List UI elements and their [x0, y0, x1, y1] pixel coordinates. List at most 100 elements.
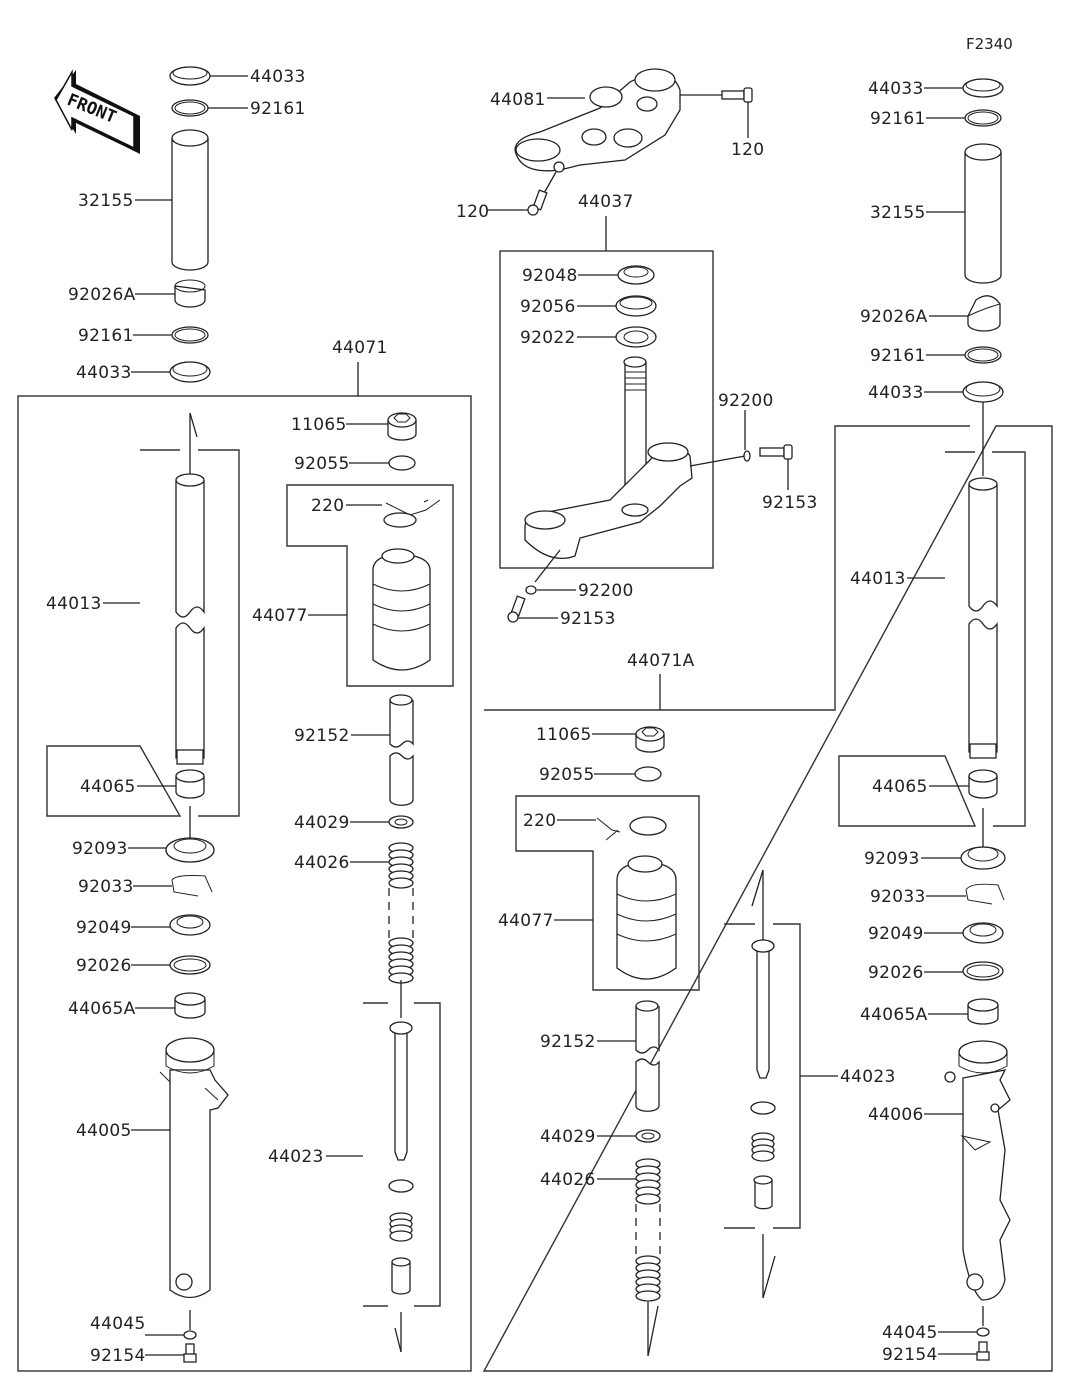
part-44013-inner-tube[interactable]	[175, 473, 205, 765]
part-92161-top[interactable]	[171, 99, 209, 117]
part-44081-upper-bracket[interactable]	[514, 68, 681, 173]
label-44033-right-bottom: 44033	[868, 383, 924, 403]
part-92152-right-spacer[interactable]	[635, 1000, 660, 1112]
part-92154-right-bolt[interactable]	[976, 1341, 990, 1361]
label-44006: 44006	[868, 1105, 924, 1125]
part-92056-seal[interactable]	[615, 295, 657, 317]
part-92026A-collar[interactable]	[174, 279, 206, 308]
part-44026-right-fork-spring[interactable]	[635, 1158, 661, 1302]
part-44077-right-fork-boot[interactable]	[616, 855, 677, 980]
part-44077-fork-boot[interactable]	[372, 548, 431, 671]
part-32155-tube[interactable]	[171, 129, 209, 271]
part-44005-outer-tube-left[interactable]	[159, 1037, 229, 1299]
part-11065-right-cap-bolt[interactable]	[635, 726, 665, 753]
part-44065-right-bushing[interactable]	[968, 769, 998, 799]
part-44026-fork-spring[interactable]	[388, 842, 414, 984]
label-44023-right: 44023	[840, 1067, 896, 1087]
part-92153-bolt-right[interactable]	[759, 444, 793, 460]
part-220-right-clamp[interactable]	[596, 816, 667, 841]
part-44045-washer[interactable]	[183, 1330, 197, 1340]
label-92056: 92056	[520, 297, 576, 317]
part-92093-dust-seal[interactable]	[165, 837, 215, 863]
label-92093-right: 92093	[864, 849, 920, 869]
label-92049: 92049	[76, 918, 132, 938]
part-44033-right-bottom[interactable]	[962, 381, 1004, 403]
label-44045: 44045	[90, 1314, 146, 1334]
part-92033-clip[interactable]	[171, 875, 213, 897]
part-44045-right-washer[interactable]	[976, 1327, 990, 1337]
label-220: 220	[311, 496, 344, 516]
subgroup-44077-right-box	[515, 795, 700, 991]
label-220-right: 220	[523, 811, 556, 831]
label-44013-right: 44013	[850, 569, 906, 589]
part-44029-washer[interactable]	[388, 815, 414, 829]
part-44006-outer-tube-right[interactable]	[944, 1040, 1011, 1301]
part-220-clamp[interactable]	[383, 499, 441, 528]
label-44037: 44037	[578, 192, 634, 212]
part-92055-o-ring[interactable]	[388, 455, 416, 471]
label-92055-right: 92055	[539, 765, 595, 785]
label-44033-bottom: 44033	[76, 363, 132, 383]
part-92055-right-o-ring[interactable]	[634, 766, 662, 782]
part-92022-washer[interactable]	[615, 326, 657, 348]
label-120-right: 120	[731, 140, 764, 160]
spring-coil	[635, 1290, 661, 1302]
label-44065: 44065	[80, 777, 136, 797]
part-44037-stem-bracket[interactable]	[524, 356, 693, 560]
part-44023-right-cylinder[interactable]	[750, 939, 776, 1210]
label-92055: 92055	[294, 454, 350, 474]
part-44065A-bushing[interactable]	[174, 992, 206, 1019]
label-92154: 92154	[90, 1346, 146, 1366]
part-32155-right-tube[interactable]	[964, 143, 1002, 284]
label-92161-bottom: 92161	[78, 326, 134, 346]
part-44065A-right-bushing[interactable]	[967, 998, 999, 1025]
label-92153-right: 92153	[762, 493, 818, 513]
label-92033-right: 92033	[870, 887, 926, 907]
part-92026-washer[interactable]	[169, 955, 211, 975]
label-92152-right: 92152	[540, 1032, 596, 1052]
part-44023-cylinder[interactable]	[388, 1021, 414, 1295]
part-92049-right-oil-seal[interactable]	[962, 922, 1004, 944]
label-44065A: 44065A	[68, 999, 136, 1019]
part-92152-spacer[interactable]	[389, 694, 414, 806]
part-92153-bolt-left[interactable]	[507, 595, 526, 623]
label-92152: 92152	[294, 726, 350, 746]
label-44071A: 44071A	[627, 651, 695, 671]
label-32155-right: 32155	[870, 203, 926, 223]
label-92022: 92022	[520, 328, 576, 348]
label-92161-right-top: 92161	[870, 109, 926, 129]
part-92154-bolt[interactable]	[183, 1343, 197, 1363]
label-11065: 11065	[291, 415, 347, 435]
part-92048-nut[interactable]	[617, 265, 655, 285]
label-92154-right: 92154	[882, 1345, 938, 1365]
part-44033-bottom[interactable]	[169, 361, 211, 383]
part-92049-oil-seal[interactable]	[169, 914, 211, 936]
part-92200-washer-left[interactable]	[525, 585, 537, 595]
part-120-bolt-right[interactable]	[721, 87, 753, 103]
assembly-box-44071	[17, 395, 472, 1372]
part-92200-washer-right[interactable]	[743, 450, 751, 462]
label-44023: 44023	[268, 1147, 324, 1167]
part-44065-bushing[interactable]	[175, 769, 205, 799]
part-92161-right-top[interactable]	[964, 109, 1002, 127]
label-44045-right: 44045	[882, 1323, 938, 1343]
label-92026A: 92026A	[68, 285, 136, 305]
part-11065-cap-bolt[interactable]	[387, 412, 417, 441]
part-44013-right-inner-tube[interactable]	[968, 477, 998, 759]
label-11065-right: 11065	[536, 725, 592, 745]
part-92033-right-clip[interactable]	[965, 883, 1005, 905]
part-92026-right-washer[interactable]	[962, 961, 1004, 981]
part-92161-bottom[interactable]	[171, 326, 209, 344]
label-92026: 92026	[76, 956, 132, 976]
part-92161-right-bottom[interactable]	[964, 346, 1002, 364]
part-120-bolt-left[interactable]	[527, 189, 548, 216]
label-44077: 44077	[252, 606, 308, 626]
part-44033-right-top[interactable]	[962, 78, 1004, 98]
part-92093-right-dust-seal[interactable]	[960, 846, 1006, 870]
part-92026A-right-collar[interactable]	[967, 295, 1001, 332]
subgroup-44013-right-box	[838, 451, 1026, 827]
assembly-box-44037	[499, 250, 714, 569]
spring-coil	[751, 1150, 775, 1162]
part-44033-top[interactable]	[169, 66, 211, 86]
part-44029-right-washer[interactable]	[635, 1129, 661, 1143]
